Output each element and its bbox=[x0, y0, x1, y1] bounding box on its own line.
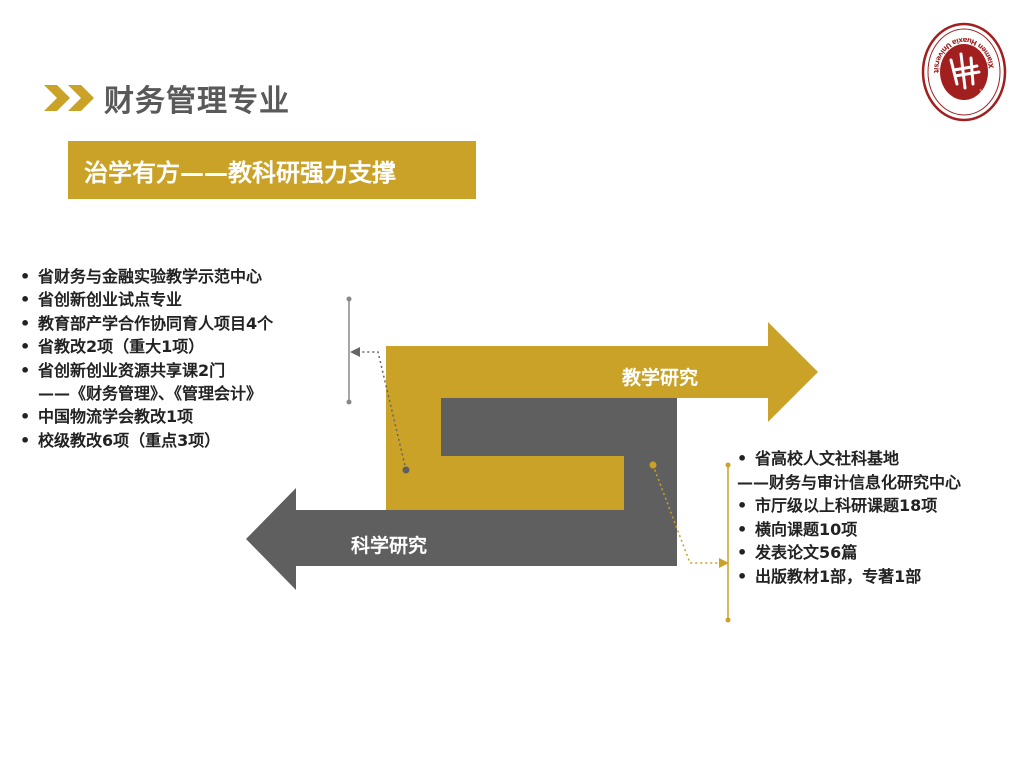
teaching-research-label: 教学研究 bbox=[622, 367, 699, 389]
university-seal-logo: 1993 Xiamen Huaxia University bbox=[921, 22, 1007, 122]
svg-text:1993: 1993 bbox=[979, 89, 994, 96]
subtitle-banner: 治学有方——教科研强力支撑 bbox=[68, 141, 476, 199]
teaching-achievements-list: •省财务与金融实验教学示范中心 •省创新创业试点专业 •教育部产学合作协同育人项… bbox=[20, 265, 273, 452]
list-item-continuation: ——财务与审计信息化研究中心 bbox=[737, 472, 962, 492]
list-item: •省教改2项（重大1项） bbox=[20, 337, 205, 357]
list-item: •中国物流学会教改1项 bbox=[20, 407, 194, 427]
list-item: •校级教改6项（重点3项） bbox=[20, 430, 221, 450]
list-item: •省高校人文社科基地 bbox=[737, 449, 900, 468]
list-item: •出版教材1部，专著1部 bbox=[737, 566, 922, 586]
list-item: •省创新创业试点专业 bbox=[20, 290, 183, 310]
list-item: •发表论文56篇 bbox=[737, 543, 858, 562]
list-item-continuation: ——《财务管理》、《管理会计》 bbox=[38, 384, 263, 404]
scientific-research-label: 科学研究 bbox=[351, 535, 428, 557]
subtitle-text: 治学有方——教科研强力支撑 bbox=[84, 158, 396, 187]
research-arrow bbox=[246, 488, 677, 590]
list-item: •教育部产学合作协同育人项目4个 bbox=[20, 313, 274, 333]
list-item: •省创新创业资源共享课2门 bbox=[20, 360, 226, 380]
page-title: 财务管理专业 bbox=[104, 84, 290, 119]
research-achievements-list: •省高校人文社科基地 ——财务与审计信息化研究中心 •市厅级以上科研课题18项 … bbox=[737, 447, 961, 588]
list-item: •市厅级以上科研课题18项 bbox=[737, 496, 938, 515]
title-row: 财务管理专业 bbox=[44, 78, 290, 119]
list-item: •省财务与金融实验教学示范中心 bbox=[20, 267, 263, 286]
double-chevron-icon bbox=[44, 85, 94, 111]
list-item: •横向课题10项 bbox=[737, 519, 858, 539]
teaching-arrow bbox=[386, 322, 818, 510]
